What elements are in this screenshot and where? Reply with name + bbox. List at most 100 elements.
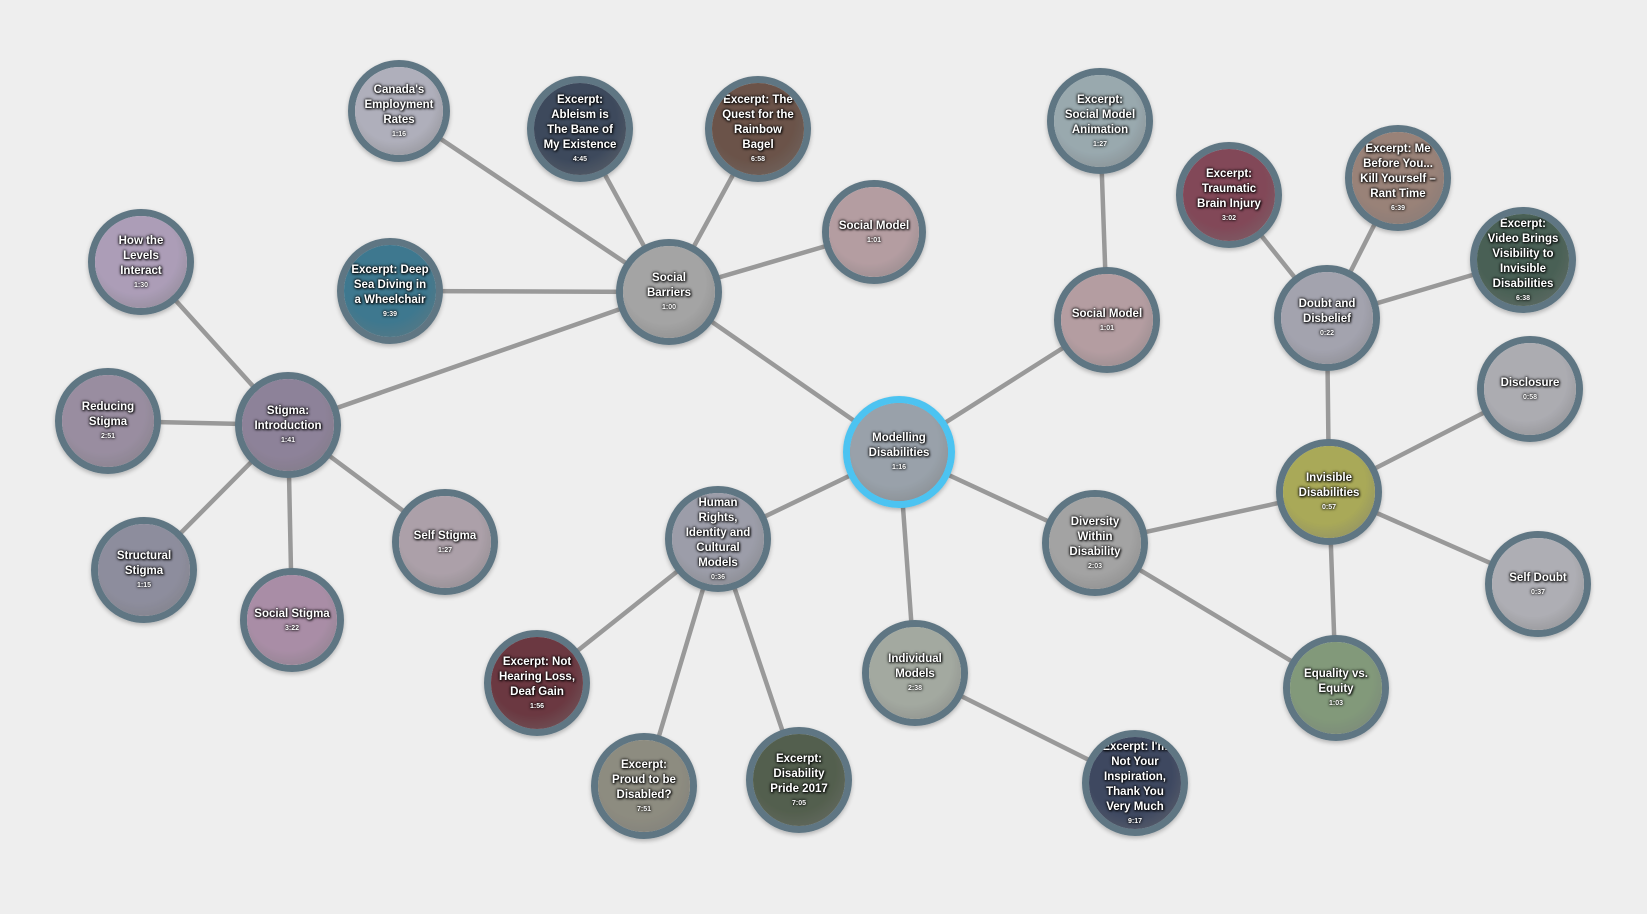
thumbnail-overlay bbox=[623, 246, 715, 338]
node-label: Excerpt: Proud to be Disabled? 7:51 bbox=[598, 740, 690, 832]
node-label: Excerpt: Video Brings Visibility to Invi… bbox=[1477, 214, 1569, 306]
node-duration: 9:39 bbox=[382, 310, 397, 318]
node-duration: 0:37 bbox=[1530, 588, 1545, 596]
video-thumbnail bbox=[1089, 737, 1181, 829]
node-duration: 9:17 bbox=[1127, 817, 1142, 825]
thumbnail-overlay bbox=[1183, 149, 1275, 241]
video-thumbnail bbox=[344, 245, 436, 337]
video-thumbnail bbox=[1283, 446, 1375, 538]
node-title: Excerpt: Deep Sea Diving in a Wheelchair bbox=[351, 263, 429, 306]
node-ableism[interactable]: Excerpt: Ableism is The Bane of My Exist… bbox=[527, 76, 633, 182]
node-title: Excerpt: I'm Not Your Inspiration, Thank… bbox=[1102, 740, 1168, 813]
video-thumbnail bbox=[247, 575, 337, 665]
node-title: Excerpt: Disability Pride 2017 bbox=[770, 752, 828, 795]
node-title: Excerpt: Not Hearing Loss, Deaf Gain bbox=[498, 655, 576, 698]
node-title: Excerpt: Proud to be Disabled? bbox=[612, 758, 676, 801]
thumbnail-overlay bbox=[98, 524, 190, 616]
node-duration: 1:41 bbox=[280, 437, 295, 444]
node-title: Diversity Within Disability bbox=[1069, 515, 1121, 558]
node-self-doubt[interactable]: Self Doubt 0:37 bbox=[1485, 531, 1591, 637]
thumbnail-overlay bbox=[355, 67, 443, 155]
node-title: Self Doubt bbox=[1509, 571, 1567, 584]
node-deep-sea[interactable]: Excerpt: Deep Sea Diving in a Wheelchair… bbox=[337, 238, 443, 344]
node-duration: 2:03 bbox=[1087, 562, 1102, 570]
node-title: How the Levels Interact bbox=[118, 234, 164, 277]
node-title: Structural Stigma bbox=[116, 550, 172, 577]
node-duration: 6:39 bbox=[1390, 205, 1405, 212]
thumbnail-overlay bbox=[753, 734, 845, 826]
video-thumbnail bbox=[399, 496, 491, 588]
node-title: Excerpt: Video Brings Visibility to Invi… bbox=[1487, 217, 1559, 290]
node-structural-stigma[interactable]: Structural Stigma 1:15 bbox=[91, 517, 197, 623]
video-thumbnail bbox=[98, 524, 190, 616]
node-title: Invisible Disabilities bbox=[1298, 472, 1360, 499]
node-human-rights[interactable]: Human Rights, Identity and Cultural Mode… bbox=[665, 486, 771, 592]
node-duration: 2:38 bbox=[907, 685, 922, 692]
node-proud-disabled[interactable]: Excerpt: Proud to be Disabled? 7:51 bbox=[591, 733, 697, 839]
thumbnail-overlay bbox=[1352, 132, 1444, 224]
node-duration: 6:38 bbox=[1515, 294, 1530, 302]
node-me-before-you[interactable]: Excerpt: Me Before You... Kill Yourself … bbox=[1345, 125, 1451, 231]
video-thumbnail bbox=[1492, 538, 1584, 630]
video-thumbnail bbox=[1061, 274, 1153, 366]
node-rainbow-bagel[interactable]: Excerpt: The Quest for the Rainbow Bagel… bbox=[705, 76, 811, 182]
node-duration: 1:03 bbox=[1328, 700, 1343, 707]
node-title: Reducing Stigma bbox=[81, 401, 135, 428]
thumbnail-overlay bbox=[1054, 75, 1146, 167]
thumbnail-overlay bbox=[1484, 343, 1576, 435]
node-not-inspiration[interactable]: Excerpt: I'm Not Your Inspiration, Thank… bbox=[1082, 730, 1188, 836]
node-video-visibility[interactable]: Excerpt: Video Brings Visibility to Invi… bbox=[1470, 207, 1576, 313]
video-thumbnail bbox=[869, 627, 961, 719]
node-duration: 1:16 bbox=[391, 130, 406, 138]
node-label: Structural Stigma 1:15 bbox=[98, 524, 190, 616]
thumbnail-overlay bbox=[242, 379, 334, 471]
node-reducing-stigma[interactable]: Reducing Stigma 2:51 bbox=[55, 368, 161, 474]
thumbnail-overlay bbox=[850, 403, 948, 501]
node-title: Doubt and Disbelief bbox=[1298, 298, 1356, 325]
node-label: Invisible Disabilities 0:57 bbox=[1283, 446, 1375, 538]
node-duration: 3:02 bbox=[1221, 214, 1236, 222]
node-duration: 0:57 bbox=[1321, 504, 1336, 511]
node-duration: 1:15 bbox=[136, 582, 151, 589]
video-thumbnail bbox=[623, 246, 715, 338]
node-label: Excerpt: Deep Sea Diving in a Wheelchair… bbox=[344, 245, 436, 337]
video-thumbnail bbox=[850, 403, 948, 501]
node-diversity-within[interactable]: Diversity Within Disability 2:03 bbox=[1042, 490, 1148, 596]
node-duration: 2:51 bbox=[100, 433, 115, 440]
node-label: Excerpt: The Quest for the Rainbow Bagel… bbox=[712, 83, 804, 175]
node-title: Self Stigma bbox=[413, 529, 477, 542]
thumbnail-overlay bbox=[1281, 272, 1373, 364]
thumbnail-overlay bbox=[1290, 642, 1382, 734]
node-duration: 7:51 bbox=[636, 805, 651, 813]
node-label: Human Rights, Identity and Cultural Mode… bbox=[672, 493, 764, 585]
node-invisible-disabilities[interactable]: Invisible Disabilities 0:57 bbox=[1276, 439, 1382, 545]
